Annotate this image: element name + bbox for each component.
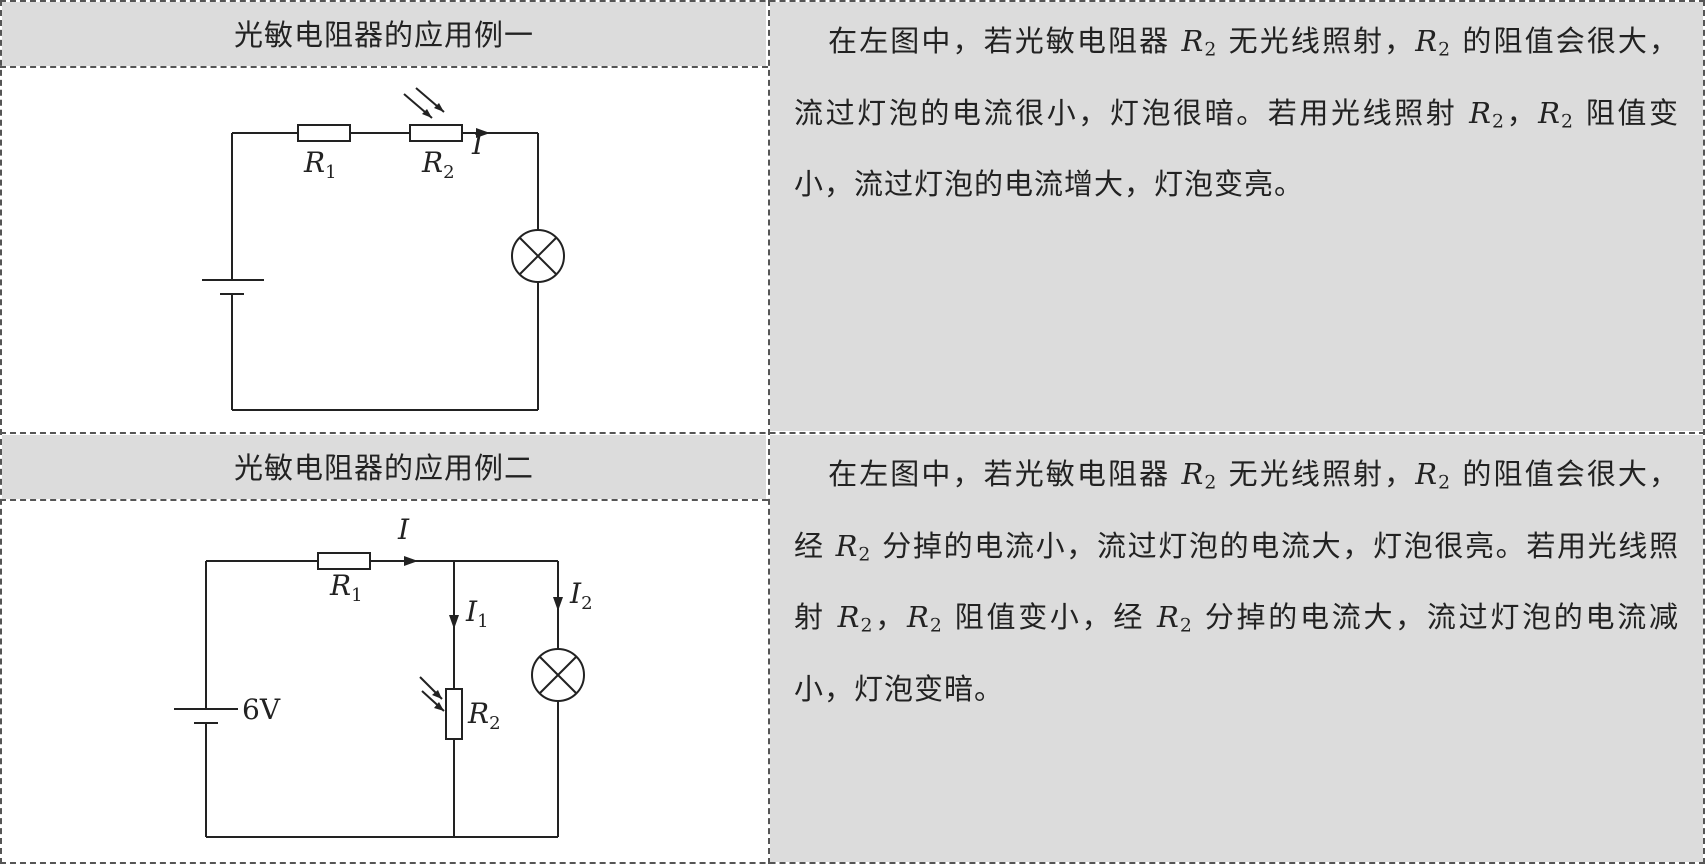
row2-paragraph: 在左图中，若光敏电阻器 R2 无光线照射，R2 的阻值会很大，经 R2 分掉的电… — [794, 457, 1680, 707]
variable-r2: R2 — [1157, 600, 1193, 638]
resistor-r1 — [297, 124, 351, 142]
current-arrow-i2 — [553, 597, 563, 611]
variable-r2: R2 — [1469, 95, 1505, 133]
row1-figure: R1 R2 I — [2, 68, 766, 431]
variable-r2: R2 — [1538, 95, 1575, 133]
photoresistor-r2-2 — [445, 688, 463, 740]
row1-title: 光敏电阻器的应用例一 — [2, 2, 766, 66]
circuit-diagram-2: R1 I I1 I2 R2 6V — [174, 513, 593, 838]
row2-title: 光敏电阻器的应用例二 — [2, 435, 766, 499]
circuit-diagram-1: R1 R2 I — [202, 87, 565, 411]
variable-r2: R2 — [1181, 24, 1218, 61]
r2-label-2: R2 — [467, 697, 501, 734]
variable-r2: R2 — [906, 600, 943, 638]
r1-label-2: R1 — [329, 569, 363, 606]
resistor-r1-2 — [317, 552, 371, 570]
variable-r2: R2 — [1415, 24, 1452, 61]
row1-paragraph: 在左图中，若光敏电阻器 R2 无光线照射，R2 的阻值会很大，流过灯泡的电流很小… — [794, 24, 1680, 202]
row1-description: 在左图中，若光敏电阻器 R2 无光线照射，R2 的阻值会很大，流过灯泡的电流很小… — [770, 2, 1703, 431]
r2-label: R2 — [421, 146, 455, 183]
variable-r2: R2 — [1415, 457, 1452, 494]
voltage-label: 6V — [242, 693, 281, 726]
variable-r2: R2 — [835, 528, 872, 566]
r1-label: R1 — [303, 146, 337, 183]
i2-label: I2 — [569, 577, 593, 614]
current-arrow-i1 — [449, 615, 459, 629]
current-arrow-i — [404, 556, 418, 566]
row2-figure: R1 I I1 I2 R2 6V — [2, 501, 766, 862]
variable-r2: R2 — [837, 600, 874, 638]
photoresistor-r2 — [409, 124, 463, 142]
i1-label: I1 — [465, 595, 489, 632]
current-arrow — [476, 128, 490, 138]
variable-r2: R2 — [1181, 457, 1218, 494]
current-label: I — [471, 128, 484, 161]
i-label: I — [397, 513, 410, 546]
row2-description: 在左图中，若光敏电阻器 R2 无光线照射，R2 的阻值会很大，经 R2 分掉的电… — [770, 435, 1703, 862]
